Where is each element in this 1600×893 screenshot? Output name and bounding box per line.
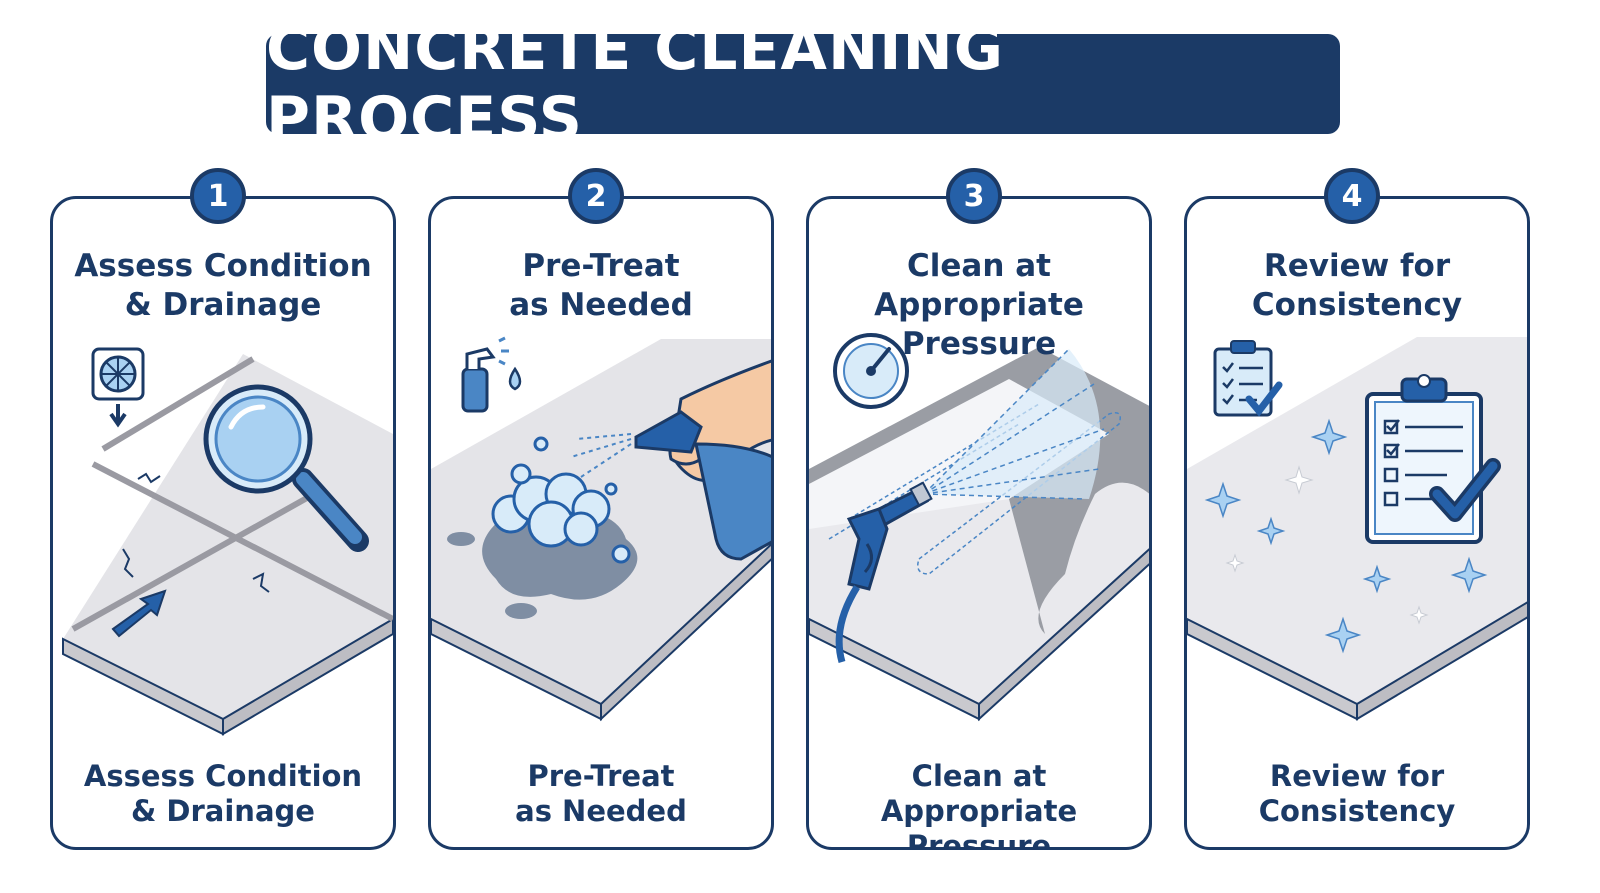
- title-banner: CONCRETE CLEANING PROCESS: [266, 14, 1340, 154]
- hose: [835, 585, 860, 663]
- step-caption: Review for Consistency: [1258, 759, 1456, 828]
- step-card-4: Review for Consistency Review for Consis…: [1184, 196, 1530, 850]
- crack: [122, 548, 134, 578]
- big-check-icon: [1432, 461, 1498, 519]
- gauge-pivot: [866, 366, 876, 376]
- magnifier-handle-fill: [296, 472, 362, 544]
- clip-hole: [1417, 374, 1431, 388]
- page-title: CONCRETE CLEANING PROCESS: [266, 14, 1004, 154]
- stain-drop: [447, 532, 475, 546]
- spray-trigger-head: [634, 410, 703, 454]
- assess-illustration: [62, 347, 393, 736]
- step-caption: Assess Condition & Drainage: [83, 759, 363, 828]
- arrow-icon: [111, 589, 167, 638]
- step-card-2: Pre-Treat as Needed Pre-Treat as Needed: [428, 196, 774, 850]
- slab-edge-right: [978, 548, 1149, 722]
- step-title: Assess Condition & Drainage: [74, 248, 372, 323]
- step-card-1: Assess Condition & Drainage Assess Condi…: [50, 196, 396, 850]
- slab-edge-right: [222, 617, 393, 736]
- joint-line: [101, 356, 255, 452]
- step-badge-4: 4: [1324, 168, 1380, 224]
- step-badge-1: 1: [190, 168, 246, 224]
- crack: [252, 572, 270, 593]
- step-caption: Clean at Appropriate Pressure: [880, 759, 1078, 850]
- spray-jets: [923, 348, 1105, 500]
- stain-drop: [505, 603, 537, 619]
- sparkle-white: [1225, 465, 1429, 625]
- spray-bottle: [694, 442, 771, 561]
- spray-gun-icon: [846, 507, 889, 591]
- slab-edge-right: [600, 543, 771, 722]
- step-title: Pre-Treat as Needed: [509, 248, 693, 323]
- joint-line: [71, 486, 325, 632]
- step-title: Review for Consistency: [1251, 248, 1463, 323]
- step-card-3: Clean at Appropriate Pressure Clean at A…: [806, 196, 1152, 850]
- step-badge-3: 3: [946, 168, 1002, 224]
- down-arrow-icon: [109, 404, 127, 428]
- step-title: Clean at Appropriate Pressure: [874, 248, 1084, 362]
- checklist-clip: [1230, 340, 1256, 354]
- checklist-lines: [1222, 362, 1263, 405]
- nozzle-tip: [909, 481, 933, 507]
- review-illustration: [1187, 337, 1527, 721]
- sparkle-icons: [1204, 418, 1488, 654]
- water-drop-icon: [508, 366, 522, 391]
- water-spray-fan: [924, 349, 1101, 499]
- clipboard-lines: [1383, 419, 1463, 507]
- spray-gun-trigger: [863, 543, 873, 574]
- pressure-illustration: [809, 333, 1149, 722]
- drain-grate-lines: [101, 357, 135, 391]
- spray-nozzle: [465, 347, 496, 369]
- crack: [137, 472, 161, 484]
- spray-lines: [570, 433, 632, 478]
- slab-edge-right: [1356, 601, 1527, 721]
- joint-line: [91, 461, 393, 622]
- pretreat-illustration: [431, 336, 771, 722]
- step-badge-2: 2: [568, 168, 624, 224]
- lens-highlight: [228, 404, 266, 430]
- step-caption: Pre-Treat as Needed: [515, 759, 687, 828]
- foam-bubbles: [491, 436, 631, 564]
- check-icon: [1245, 381, 1283, 417]
- spray-bottle-icon: [461, 367, 489, 413]
- spray-mist: [498, 336, 509, 366]
- stain: [482, 508, 638, 600]
